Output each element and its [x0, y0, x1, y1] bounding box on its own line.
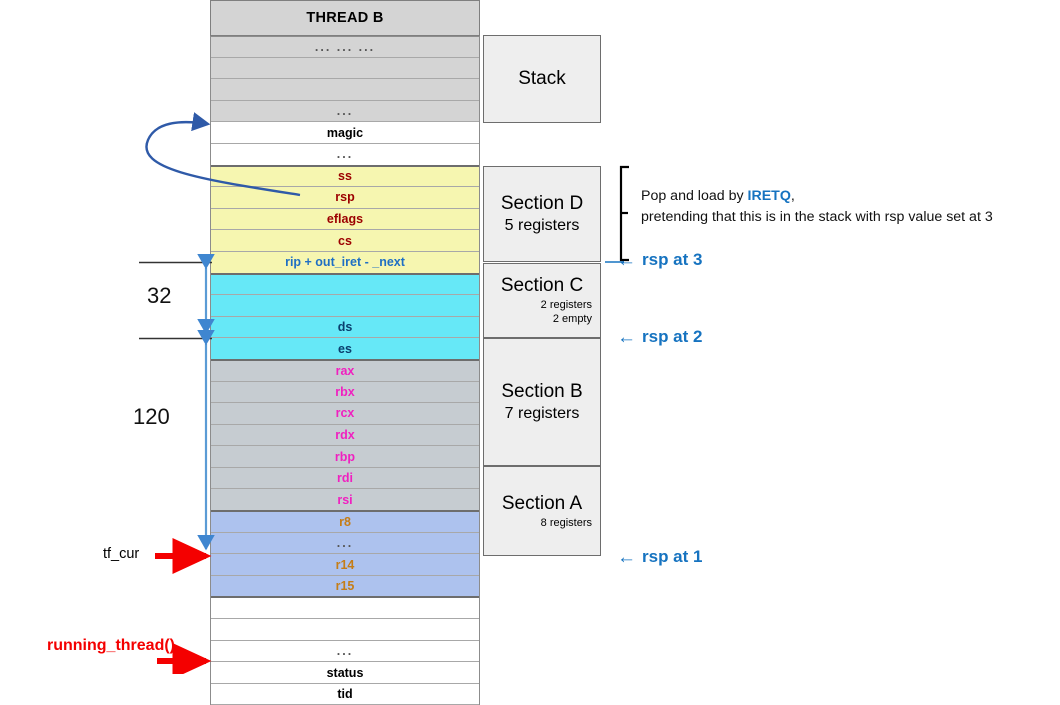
memory-row: rip + out_iret - _next	[211, 251, 479, 274]
memory-row: cs	[211, 230, 479, 252]
memory-row: ... ... ...	[211, 36, 479, 58]
memory-row: ...	[211, 143, 479, 166]
left-arrow-icon: ←	[617, 249, 636, 271]
section-b-subtitle: 7 registers	[504, 404, 580, 422]
iretq-note-line-1: Pop and load by IRETQ,	[641, 186, 993, 207]
section-b-title: Section B	[501, 381, 583, 403]
memory-row: rdx	[211, 424, 479, 447]
memory-row: tid	[211, 683, 479, 705]
iretq-note: Pop and load by IRETQ, pretending that t…	[641, 186, 993, 229]
section-a-subtitle: 8 registers	[540, 516, 592, 529]
section-d-bracket-icon	[619, 165, 629, 262]
memory-row: eflags	[211, 208, 479, 231]
section-d-box: Section D 5 registers	[483, 166, 601, 262]
left-arrow-icon: ←	[617, 546, 636, 568]
rsp-marker-3-label: rsp at 3	[642, 250, 703, 269]
memory-row: rsp	[211, 187, 479, 209]
memory-row: rdi	[211, 467, 479, 490]
rsp-marker-3: ← rsp at 3	[617, 250, 702, 270]
rsp-marker-1-label: rsp at 1	[642, 547, 703, 566]
memory-row: ds	[211, 316, 479, 339]
rsp-marker-2-label: rsp at 2	[642, 327, 703, 346]
memory-row: ...	[211, 640, 479, 663]
memory-row	[211, 273, 479, 296]
memory-row: rbx	[211, 381, 479, 404]
memory-row: rbp	[211, 446, 479, 468]
section-c-box: Section C 2 registers 2 empty	[483, 263, 601, 338]
section-c-title: Section C	[500, 275, 584, 297]
memory-row: r8	[211, 511, 479, 533]
dimension-label-32: 32	[147, 283, 172, 308]
rsp-marker-2: ← rsp at 2	[617, 327, 702, 347]
section-c-subtitle-2: 2 empty	[552, 313, 592, 326]
memory-row: status	[211, 662, 479, 684]
rsp-marker-1: ← rsp at 1	[617, 547, 702, 567]
memory-row: es	[211, 338, 479, 360]
running-thread-label: running_thread()	[47, 637, 175, 654]
memory-row	[211, 295, 479, 317]
dimension-label-120: 120	[133, 404, 170, 429]
note-line1-pre: Pop and load by	[641, 188, 748, 204]
memory-row: ...	[211, 100, 479, 123]
memory-row: ss	[211, 165, 479, 188]
section-d-subtitle: 5 registers	[504, 216, 580, 234]
memory-row	[211, 57, 479, 80]
memory-row: rax	[211, 359, 479, 382]
section-c-subtitle: 2 registers	[540, 299, 592, 312]
section-d-title: Section D	[500, 193, 584, 215]
iretq-keyword: IRETQ	[747, 188, 791, 204]
section-b-box: Section B 7 registers	[483, 338, 601, 466]
stack-box: Stack	[483, 35, 601, 123]
memory-row: ...	[211, 532, 479, 555]
memory-row	[211, 619, 479, 641]
memory-row: r14	[211, 554, 479, 576]
iretq-note-line-2: pretending that this is in the stack wit…	[641, 209, 993, 226]
memory-row: magic	[211, 122, 479, 144]
section-a-title: Section A	[501, 492, 583, 514]
note-line1-post: ,	[790, 188, 795, 204]
memory-row	[211, 597, 479, 620]
thread-title: THREAD B	[210, 0, 480, 36]
memory-row: rsi	[211, 489, 479, 512]
memory-row: r15	[211, 575, 479, 598]
memory-row	[211, 79, 479, 101]
stack-box-title: Stack	[518, 68, 566, 90]
memory-row: rcx	[211, 403, 479, 425]
tf-cur-label: tf_cur	[103, 546, 140, 562]
section-a-box: Section A 8 registers	[483, 466, 601, 556]
left-arrow-icon: ←	[617, 326, 636, 348]
